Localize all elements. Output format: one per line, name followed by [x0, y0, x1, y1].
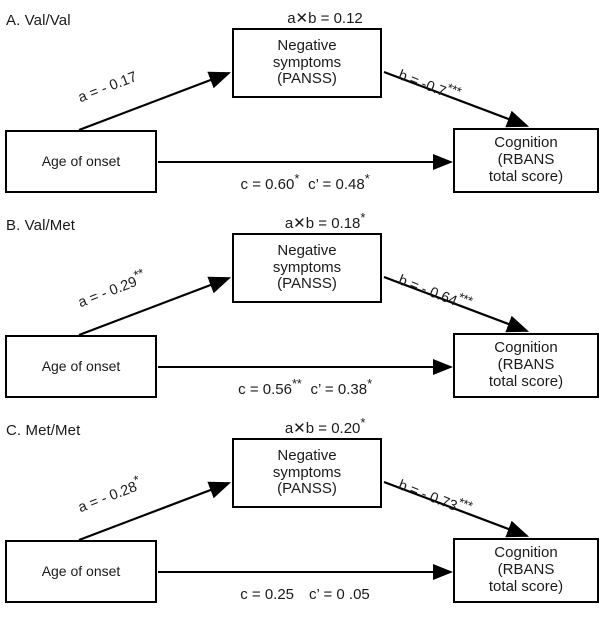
panel-title: C. Met/Met — [6, 422, 81, 439]
arrow-path-b — [383, 70, 530, 128]
node-label-line: (RBANS — [497, 561, 555, 579]
arrow-path-a — [78, 481, 232, 542]
node-label-line: (PANSS) — [277, 275, 337, 293]
arrow-path-a — [78, 71, 232, 132]
node-negative-symptoms: Negative symptoms (PANSS) — [232, 438, 382, 508]
node-label-line: total score) — [488, 577, 564, 595]
panel-title: A. Val/Val — [6, 12, 71, 29]
label-indirect-effect: a✕b = 0.18* — [284, 210, 366, 232]
arrow-path-b — [383, 275, 530, 333]
node-label-line: Negative — [277, 36, 337, 54]
node-label-line: symptoms — [272, 53, 342, 71]
node-label-line: Cognition — [494, 544, 558, 562]
label-path-c: c = 0.56**c’ = 0.38* — [238, 376, 372, 398]
node-label-line: Negative — [277, 241, 337, 259]
panel-arrows — [78, 70, 530, 170]
node-label-line: Age of onset — [41, 152, 121, 169]
node-age-of-onset: Age of onset — [5, 335, 157, 398]
label-indirect-effect: a✕b = 0.20* — [284, 415, 366, 437]
node-label-line: symptoms — [272, 463, 342, 481]
node-label-line: (RBANS — [497, 151, 555, 169]
node-age-of-onset: Age of onset — [5, 540, 157, 603]
label-path-c: c = 0.60*c’ = 0.48* — [240, 171, 370, 193]
node-negative-symptoms: Negative symptoms (PANSS) — [232, 233, 382, 303]
node-label-line: Negative — [277, 446, 337, 464]
node-cognition: Cognition (RBANS total score) — [453, 333, 599, 398]
node-negative-symptoms: Negative symptoms (PANSS) — [232, 28, 382, 98]
node-label-line: Cognition — [494, 134, 558, 152]
node-label-line: Cognition — [494, 339, 558, 357]
panel-arrows — [78, 480, 530, 580]
node-cognition: Cognition (RBANS total score) — [453, 538, 599, 603]
panel-val-met: B. Val/Met Age of onset Negative symptom… — [0, 205, 606, 410]
node-label-line: (PANSS) — [277, 480, 337, 498]
panel-met-met: C. Met/Met Age of onset Negative symptom… — [0, 410, 606, 615]
node-label-line: total score) — [488, 372, 564, 390]
node-label-line: (PANSS) — [277, 70, 337, 88]
node-label-line: Age of onset — [41, 562, 121, 579]
node-cognition: Cognition (RBANS total score) — [453, 128, 599, 193]
panel-arrows — [78, 275, 530, 375]
panel-val-val: A. Val/Val Age of onset Negative symptom… — [0, 0, 606, 205]
node-label-line: total score) — [488, 167, 564, 185]
arrow-path-a — [78, 276, 232, 337]
node-label-line: Age of onset — [41, 357, 121, 374]
node-age-of-onset: Age of onset — [5, 130, 157, 193]
label-indirect-effect: a✕b = 0.12 — [287, 10, 363, 27]
node-label-line: symptoms — [272, 258, 342, 276]
node-label-line: (RBANS — [497, 356, 555, 374]
arrow-path-b — [383, 480, 530, 538]
panel-title: B. Val/Met — [6, 217, 76, 234]
